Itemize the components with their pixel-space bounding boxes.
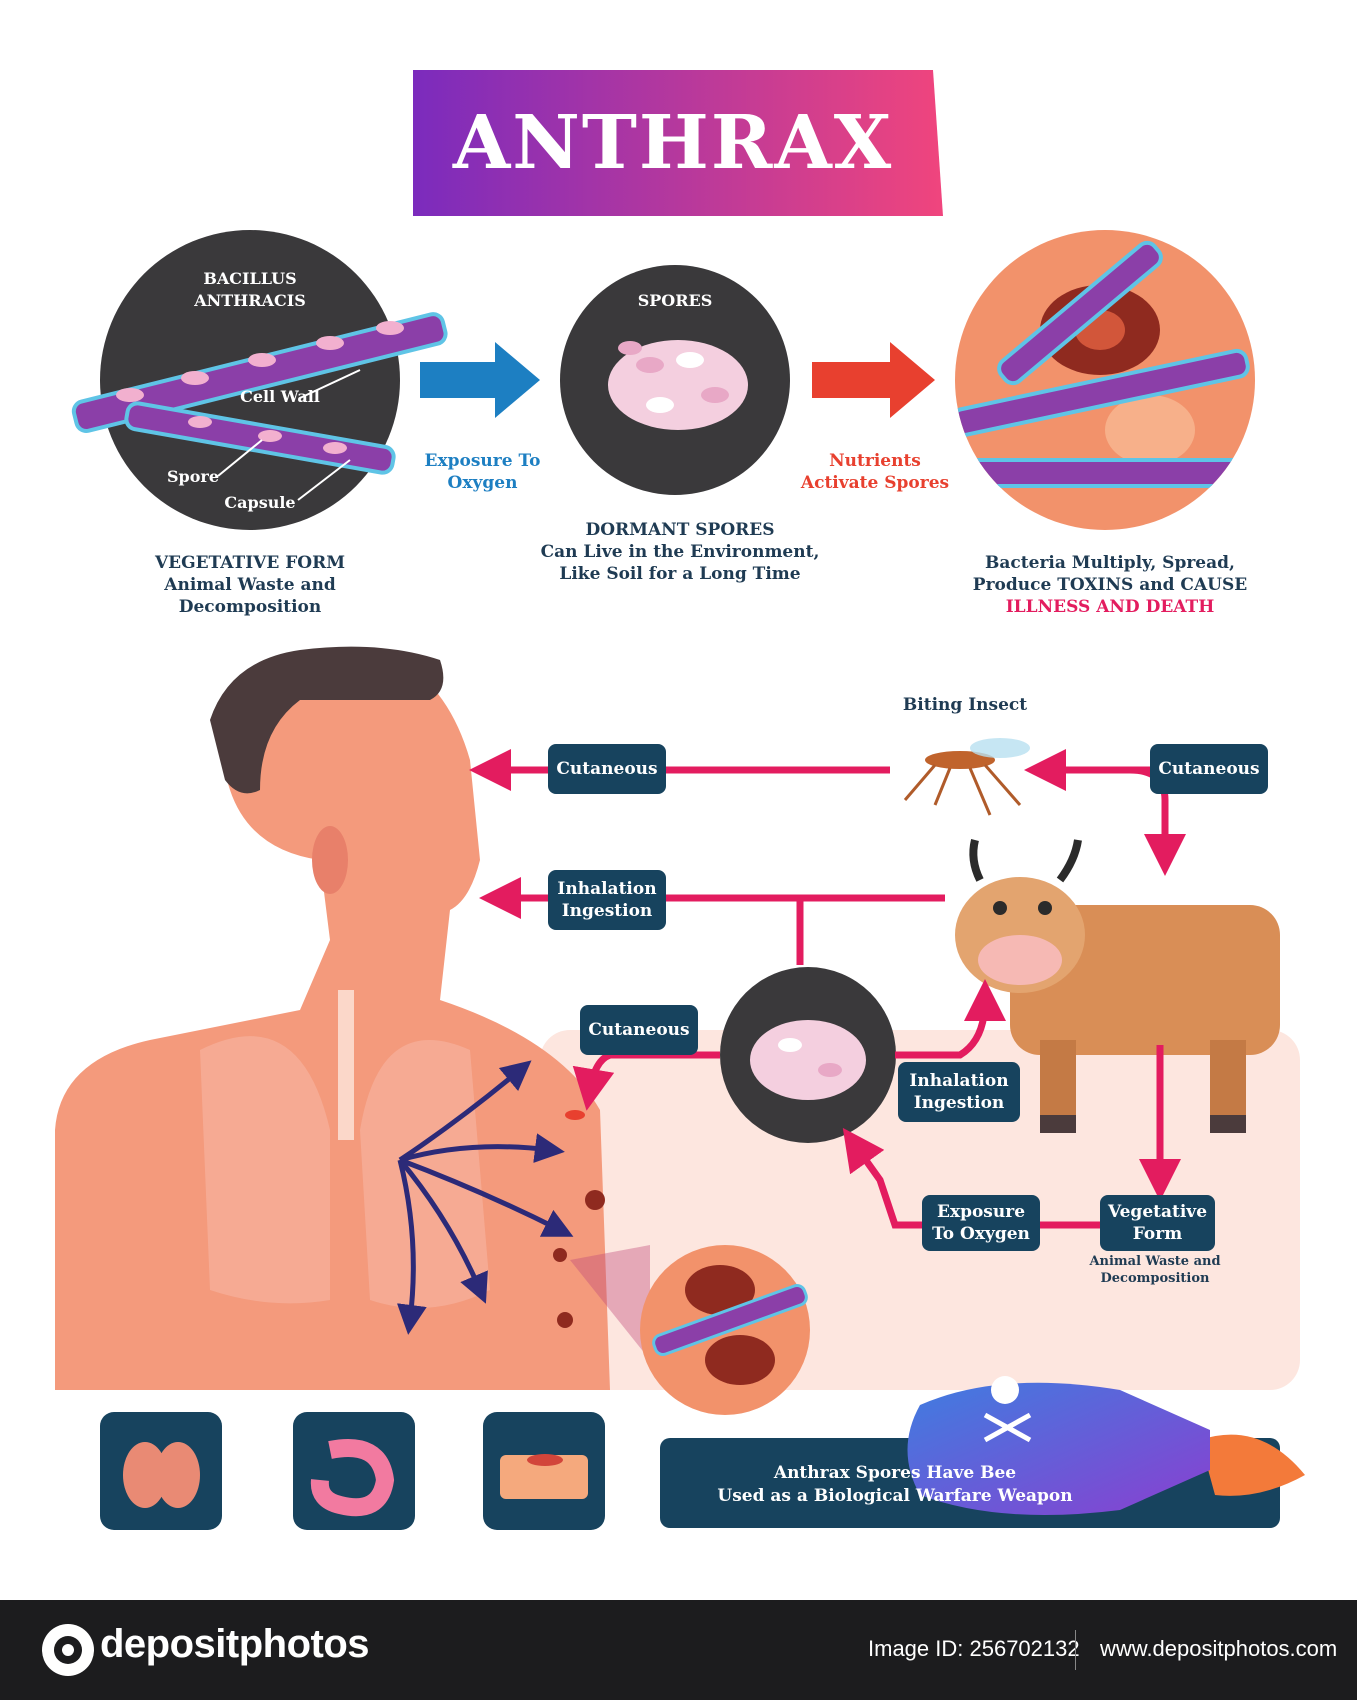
caption-bacteria: Bacteria Multiply, Spread, Produce TOXIN… — [960, 552, 1260, 618]
insect-illustration — [903, 738, 1030, 816]
caption-dormant-line3: Like Soil for a Long Time — [559, 564, 801, 584]
skin-lesion — [565, 1110, 585, 1120]
rocket-illustration — [907, 1376, 1305, 1515]
lungs-icon — [100, 1412, 222, 1530]
image-id: Image ID: 256702132 — [868, 1636, 1080, 1661]
site-link[interactable]: www.depositphotos.com — [1100, 1636, 1338, 1661]
nutrients-arrow — [812, 342, 935, 418]
caption-dormant: DORMANT SPORES Can Live in the Environme… — [530, 519, 830, 585]
caption-vegetative-line1: VEGETATIVE FORM — [154, 553, 346, 573]
vegetative-note: Animal Waste and Decomposition — [1080, 1253, 1230, 1287]
footer-divider — [1075, 1630, 1076, 1670]
caption-vegetative: VEGETATIVE FORM Animal Waste and Decompo… — [135, 552, 365, 618]
vegetative-note-line1: Animal Waste and — [1089, 1254, 1221, 1269]
page-title: ANTHRAX — [452, 100, 894, 186]
cutaneous-pill-top-right: Cutaneous — [1150, 744, 1268, 794]
spread-arrows — [396, 1060, 574, 1335]
warfare-text-line2: Used as a Biological Warfare Weapon — [717, 1486, 1073, 1506]
brand-logo-icon — [42, 1624, 94, 1676]
skin-icon — [483, 1412, 605, 1530]
caption-bacteria-line3: ILLNESS AND DEATH — [1005, 597, 1215, 617]
spores-circle-lower — [720, 967, 896, 1143]
cow-illustration — [955, 839, 1280, 1133]
capsule-label: Capsule — [224, 493, 296, 512]
caption-bacteria-line1: Bacteria Multiply, Spread, — [985, 553, 1235, 573]
skin-lesion — [557, 1312, 573, 1328]
nutrients-arrow-label: Nutrients Activate Spores — [800, 451, 950, 493]
brand-name[interactable]: depositphotos — [100, 1622, 370, 1666]
caption-bacteria-line2: Produce TOXINS and CAUSE — [972, 575, 1248, 595]
spores-circle — [560, 265, 790, 495]
caption-vegetative-line3: Decomposition — [178, 597, 322, 617]
exposure-arrow — [420, 342, 540, 418]
stomach-icon — [293, 1412, 415, 1530]
footer-bar: depositphotos Image ID: 256702132 www.de… — [0, 1600, 1357, 1700]
warfare-text: Anthrax Spores Have Bee Used as a Biolog… — [660, 1462, 1130, 1508]
caption-vegetative-line2: Animal Waste and — [164, 575, 336, 595]
bacillus-label: BACILLUS ANTHRACIS — [194, 269, 306, 310]
cutaneous-pill-mid: Cutaneous — [580, 1005, 698, 1055]
cell-wall-label: Cell Wall — [240, 387, 320, 406]
biting-insect-label: Biting Insect — [902, 695, 1028, 715]
skin-lesion — [585, 1190, 605, 1210]
warfare-text-line1: Anthrax Spores Have Bee — [773, 1463, 1017, 1483]
person-illustration — [55, 646, 610, 1390]
spores-label: SPORES — [637, 291, 713, 310]
vegetative-note-line2: Decomposition — [1100, 1271, 1210, 1286]
bacillus-circle — [71, 230, 448, 530]
spore-label: Spore — [166, 467, 220, 486]
caption-dormant-line2: Can Live in the Environment, — [540, 542, 820, 562]
tissue-zoom-circle — [640, 1245, 810, 1415]
exposure-arrow-label: Exposure To Oxygen — [424, 451, 541, 493]
title-banner — [413, 70, 943, 216]
cutaneous-pill-top-left: Cutaneous — [548, 744, 666, 794]
caption-dormant-line1: DORMANT SPORES — [585, 520, 775, 540]
tissue-circle — [955, 230, 1255, 530]
skin-lesion — [553, 1248, 567, 1262]
